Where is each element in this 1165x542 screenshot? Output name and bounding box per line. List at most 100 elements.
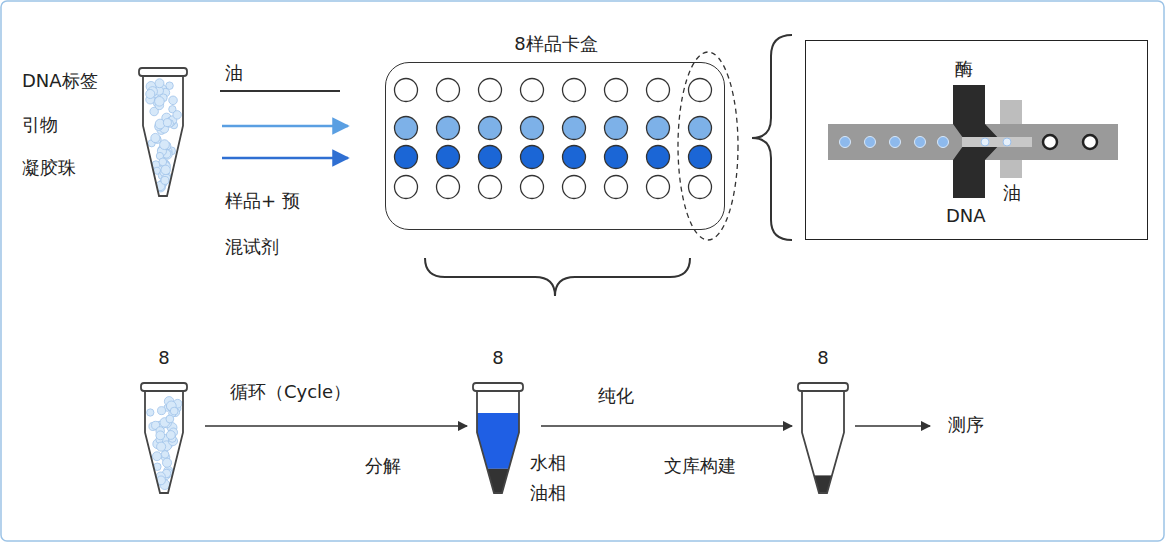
sample-tube: 8 (473, 380, 523, 495)
gel-bead (166, 431, 175, 440)
gel-bead (147, 409, 154, 416)
tube-body (145, 391, 183, 493)
brace (752, 35, 792, 240)
droplet (840, 137, 851, 148)
well (605, 117, 628, 140)
input-label: 引物 (22, 114, 58, 136)
input-label: 油 (225, 62, 243, 84)
well (479, 79, 502, 102)
sample-tube: 8 (141, 380, 187, 495)
inset-box: 酶油DNA (805, 40, 1148, 240)
well (647, 176, 670, 199)
droplet (865, 137, 876, 148)
oil-phase (477, 469, 519, 542)
input-label: 样品+ 预混试剂 (225, 178, 307, 270)
water-phase (477, 413, 519, 469)
brace (425, 258, 690, 296)
well (395, 79, 418, 102)
well (395, 117, 418, 140)
gel-bead (158, 407, 166, 415)
well (647, 117, 670, 140)
well (563, 176, 586, 199)
gem-droplet (1083, 135, 1097, 149)
tube-outline (145, 391, 183, 493)
dashed-outline (678, 52, 738, 240)
phase-label: 油相 (530, 482, 566, 504)
well (479, 176, 502, 199)
cartridge-box: 8样品卡盒 (385, 62, 725, 230)
well (647, 79, 670, 102)
step-label: 文库构建 (664, 455, 736, 477)
gel-bead (161, 451, 169, 459)
oil-line (220, 90, 340, 92)
well (689, 117, 712, 140)
tube-outline (802, 391, 844, 493)
well (563, 117, 586, 140)
cartridge-title: 8样品卡盒 (386, 33, 726, 55)
well (605, 79, 628, 102)
well (563, 146, 586, 169)
input-label: 凝胶珠 (22, 157, 76, 179)
flow-arrow (205, 425, 467, 427)
tube-number: 8 (798, 347, 848, 369)
well (395, 176, 418, 199)
well (437, 79, 460, 102)
tube-contents (802, 475, 844, 542)
gel-bead (169, 96, 178, 105)
step-label: 分解 (365, 455, 401, 477)
droplet (938, 137, 949, 148)
droplet (1003, 138, 1011, 146)
gel-bead (166, 415, 174, 423)
gel-bead (159, 158, 167, 166)
gel-bead (151, 133, 160, 142)
gem-droplet (1043, 135, 1057, 149)
droplet (981, 138, 989, 146)
well (689, 79, 712, 102)
tube-contents (477, 413, 519, 542)
input-label: DNA标签 (22, 70, 98, 92)
tube-number: 8 (141, 347, 187, 369)
well (521, 146, 544, 169)
input-arrow (222, 125, 348, 128)
sample-tube: 8 (798, 380, 848, 495)
well (521, 79, 544, 102)
tube-cap (139, 68, 187, 76)
junction-channel (962, 137, 1032, 147)
step-label: 测序 (948, 414, 984, 436)
well (689, 146, 712, 169)
tube-cap (798, 383, 848, 391)
gel-bead (155, 79, 164, 88)
phase-label: 水相 (530, 452, 566, 474)
well (479, 117, 502, 140)
well (689, 176, 712, 199)
tube-outline (143, 76, 183, 196)
well (395, 146, 418, 169)
gel-bead (155, 97, 165, 107)
edge-label: 循环（Cycle） (230, 381, 351, 403)
gel-bead (161, 176, 169, 184)
gel-bead (156, 431, 165, 440)
part-label: 酶 (955, 58, 973, 80)
tube-body (143, 76, 183, 196)
part-label: DNA (946, 205, 986, 227)
gel-bead (173, 111, 181, 119)
tube-contents (147, 397, 182, 490)
gel-bead (157, 442, 166, 451)
gel-bead (163, 119, 171, 127)
input-arrow (222, 157, 348, 160)
gel-bead (162, 458, 171, 467)
pellet (802, 475, 844, 542)
gel-bead (146, 89, 155, 98)
tube-outline (477, 391, 519, 493)
flow-arrow (855, 425, 930, 427)
tube-contents (146, 79, 182, 192)
well (605, 176, 628, 199)
tube-cap (141, 383, 187, 391)
gel-bead (161, 165, 170, 174)
well (521, 176, 544, 199)
droplet (915, 137, 926, 148)
tube (798, 383, 848, 542)
